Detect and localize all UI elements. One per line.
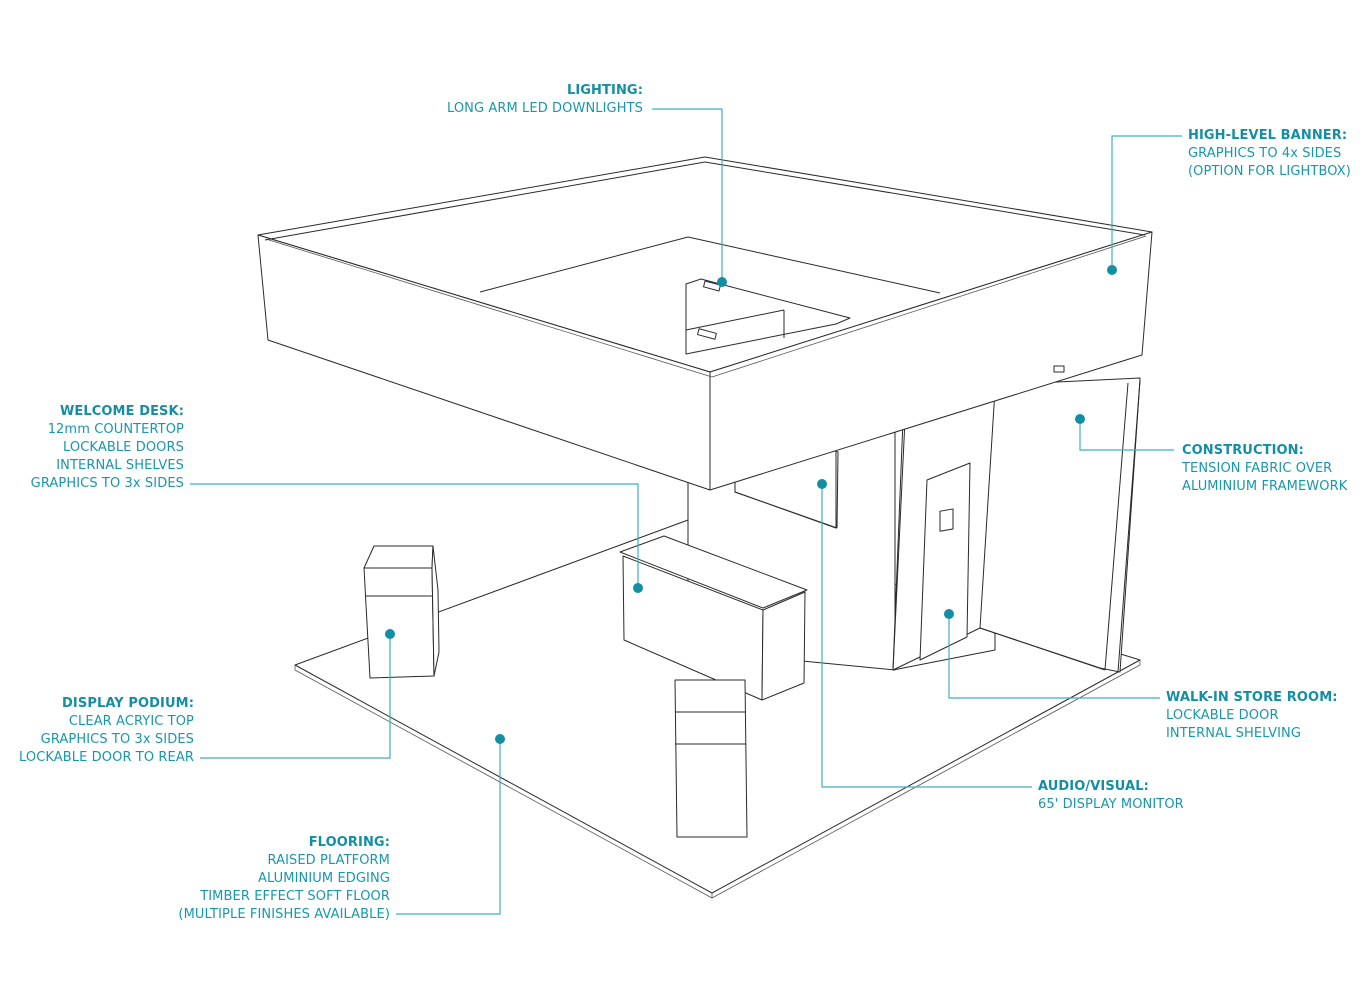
callout-title: FLOORING: bbox=[308, 835, 390, 850]
dot-welcome-desk bbox=[633, 583, 643, 593]
high-level-banner bbox=[257, 156, 1153, 491]
callout-line: LOCKABLE DOOR bbox=[1166, 708, 1279, 723]
callout-high-level-banner: HIGH-LEVEL BANNER: GRAPHICS TO 4x SIDES … bbox=[1188, 127, 1351, 181]
callout-lighting: LIGHTING: LONG ARM LED DOWNLIGHTS bbox=[447, 82, 643, 118]
callout-line: GRAPHICS TO 3x SIDES bbox=[30, 476, 184, 491]
callout-audio-visual: AUDIO/VISUAL: 65' DISPLAY MONITOR bbox=[1038, 778, 1184, 814]
dot-banner bbox=[1107, 265, 1117, 275]
callout-title: AUDIO/VISUAL: bbox=[1038, 779, 1149, 794]
callout-line: ALUMINIUM FRAMEWORK bbox=[1182, 479, 1348, 494]
callout-walk-in-store-room: WALK-IN STORE ROOM: LOCKABLE DOOR INTERN… bbox=[1166, 689, 1338, 743]
callout-line: (OPTION FOR LIGHTBOX) bbox=[1188, 164, 1351, 179]
dot-podium bbox=[385, 629, 395, 639]
callout-line: 12mm COUNTERTOP bbox=[47, 422, 184, 437]
dot-store-room bbox=[944, 609, 954, 619]
welcome-desk bbox=[619, 535, 808, 701]
callout-line: LONG ARM LED DOWNLIGHTS bbox=[446, 101, 643, 116]
callout-line: ALUMINIUM EDGING bbox=[257, 871, 390, 886]
leader-banner bbox=[1111, 135, 1182, 270]
display-podium-left bbox=[363, 545, 440, 679]
leader-construction bbox=[1079, 419, 1174, 451]
callout-title: HIGH-LEVEL BANNER: bbox=[1188, 128, 1348, 143]
leader-audio-visual bbox=[821, 484, 1032, 788]
callout-welcome-desk: WELCOME DESK: 12mm COUNTERTOP LOCKABLE D… bbox=[31, 403, 184, 493]
callout-line: CLEAR ACRYIC TOP bbox=[68, 714, 194, 729]
lighting-arms bbox=[685, 278, 1065, 373]
callout-line: RAISED PLATFORM bbox=[267, 853, 390, 868]
leader-lines bbox=[190, 108, 1182, 915]
leader-store-room bbox=[948, 614, 1160, 699]
leader-flooring bbox=[396, 739, 501, 915]
callout-line: GRAPHICS TO 4x SIDES bbox=[1188, 146, 1342, 161]
display-podium-front bbox=[674, 679, 748, 838]
callout-line: LOCKABLE DOORS bbox=[63, 440, 184, 455]
callout-line: (MULTIPLE FINISHES AVAILABLE) bbox=[178, 907, 390, 922]
leader-lighting bbox=[652, 108, 723, 282]
callout-line: GRAPHICS TO 3x SIDES bbox=[40, 732, 194, 747]
dot-construction bbox=[1075, 414, 1085, 424]
callout-line: 65' DISPLAY MONITOR bbox=[1038, 797, 1184, 812]
leader-podium bbox=[200, 634, 391, 759]
leader-welcome-desk bbox=[190, 483, 639, 588]
callout-display-podium: DISPLAY PODIUM: CLEAR ACRYIC TOP GRAPHIC… bbox=[19, 695, 194, 767]
callout-title: WELCOME DESK: bbox=[59, 404, 184, 419]
callout-line: LOCKABLE DOOR TO REAR bbox=[18, 750, 194, 765]
callout-line: INTERNAL SHELVES bbox=[56, 458, 184, 473]
callout-title: WALK-IN STORE ROOM: bbox=[1166, 690, 1338, 705]
dot-flooring bbox=[495, 734, 505, 744]
callout-flooring: FLOORING: RAISED PLATFORM ALUMINIUM EDGI… bbox=[178, 834, 390, 924]
callout-title: LIGHTING: bbox=[566, 83, 643, 98]
callout-construction: CONSTRUCTION: TENSION FABRIC OVER ALUMIN… bbox=[1182, 442, 1347, 496]
callout-title: DISPLAY PODIUM: bbox=[62, 696, 194, 711]
callout-line: TENSION FABRIC OVER bbox=[1182, 461, 1333, 476]
store-room-door bbox=[919, 462, 971, 661]
callout-dots bbox=[385, 265, 1117, 744]
callout-line: INTERNAL SHELVING bbox=[1166, 726, 1302, 741]
callout-line: TIMBER EFFECT SOFT FLOOR bbox=[200, 889, 390, 904]
callout-title: CONSTRUCTION: bbox=[1182, 443, 1304, 458]
dot-lighting bbox=[717, 277, 727, 287]
dot-audio-visual bbox=[817, 479, 827, 489]
